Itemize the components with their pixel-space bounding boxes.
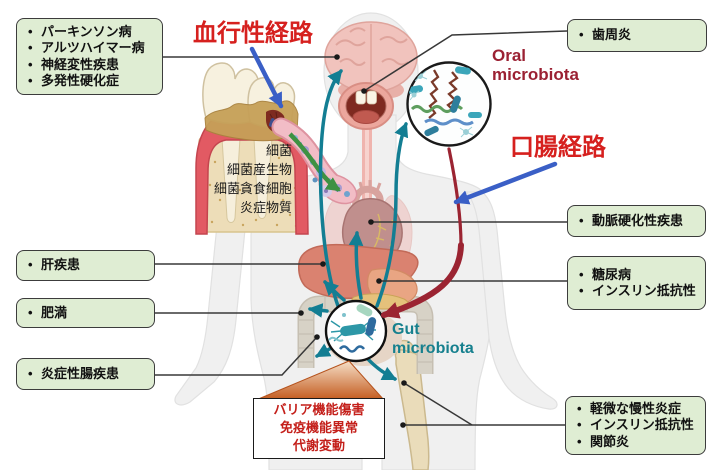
gut-microbiota-line1: Gut (392, 321, 420, 338)
arrow-hematogenous-blue (249, 46, 284, 109)
vessel-contents-list: 細菌細菌産生物細菌貪食細胞炎症物質 (198, 141, 292, 217)
disease-box-ibd: 炎症性腸疾患 (16, 358, 155, 390)
disease-box-obesity: 肥満 (16, 298, 155, 328)
arrow-gut-to-mouth (375, 121, 409, 308)
oral-microbiota-line1: Oral (492, 46, 527, 65)
teal-arrows (307, 69, 409, 381)
list-item: 細菌貪食細胞 (213, 181, 292, 196)
list-item: 細菌 (265, 143, 292, 158)
arrow-gut-to-brain (318, 69, 343, 308)
oral-microbiota-circle (406, 61, 492, 147)
disease-box-atherosclerosis: 動脈硬化性疾患 (567, 205, 706, 237)
gut-microbiota-circle (324, 299, 388, 363)
mouth-illustration (338, 82, 394, 130)
femur-bone (393, 339, 430, 470)
arrow-gut-left (307, 303, 329, 318)
list-item: 肥満 (25, 305, 67, 322)
list-item: 神経変性疾患 (25, 57, 145, 74)
disease-box-diabetes: 糖尿病インスリン抵抗性 (567, 256, 706, 310)
list-item: バリア機能傷害 (273, 402, 365, 417)
disease-box-inflammation: 軽微な慢性炎症インスリン抵抗性関節炎 (565, 396, 706, 455)
gut-bacteria (328, 304, 377, 353)
oral-gut-route-label: 口腸経路 (510, 134, 606, 161)
disease-box-periodontitis: 歯周炎 (567, 19, 707, 52)
gut-microbiota-label: Gut microbiota (392, 320, 474, 358)
list-item: 肝疾患 (25, 257, 80, 274)
list-item: 糖尿病 (576, 267, 696, 284)
right-arm (464, 191, 558, 410)
gut-microbiota-line2: microbiota (392, 340, 474, 357)
oral-bacteria (407, 66, 482, 138)
list-item: パーキンソン病 (25, 24, 145, 41)
list-item: 多発性硬化症 (25, 73, 145, 90)
blue-arrows (249, 46, 558, 205)
list-item: 代謝変動 (292, 438, 345, 453)
arrow-gut-to-liver (323, 280, 346, 302)
gut-effects-box: バリア機能傷害免疫機能異常代謝変動 (253, 398, 385, 459)
oral-microbiota-line2: microbiota (492, 65, 579, 84)
list-item: 細菌産生物 (226, 162, 292, 177)
list-item: 炎症性腸疾患 (25, 366, 119, 383)
arrow-gut-to-heart (348, 230, 364, 300)
tooth-illustration (195, 62, 309, 235)
list-item: インスリン抵抗性 (574, 417, 694, 434)
list-item: 軽微な慢性炎症 (574, 401, 694, 418)
list-item: 免疫機能異常 (279, 420, 358, 435)
list-item: 炎症物質 (239, 200, 292, 215)
list-item: 関節炎 (574, 434, 694, 451)
list-item: インスリン抵抗性 (576, 283, 696, 300)
list-item: 歯周炎 (576, 27, 631, 44)
connector-lines (155, 30, 568, 426)
arrow-oral-route-blue (453, 161, 558, 205)
disease-box-neurological: パーキンソン病アルツハイマー病神経変性疾患多発性硬化症 (16, 18, 163, 95)
list-item: 動脈硬化性疾患 (576, 213, 683, 230)
oral-microbiota-label: Oral microbiota (492, 46, 579, 84)
hematogenous-route-label: 血行性経路 (193, 20, 313, 47)
disease-box-liver: 肝疾患 (16, 250, 155, 281)
list-item: アルツハイマー病 (25, 40, 145, 57)
tooth-roots (221, 137, 273, 223)
connector-dots (298, 54, 407, 428)
